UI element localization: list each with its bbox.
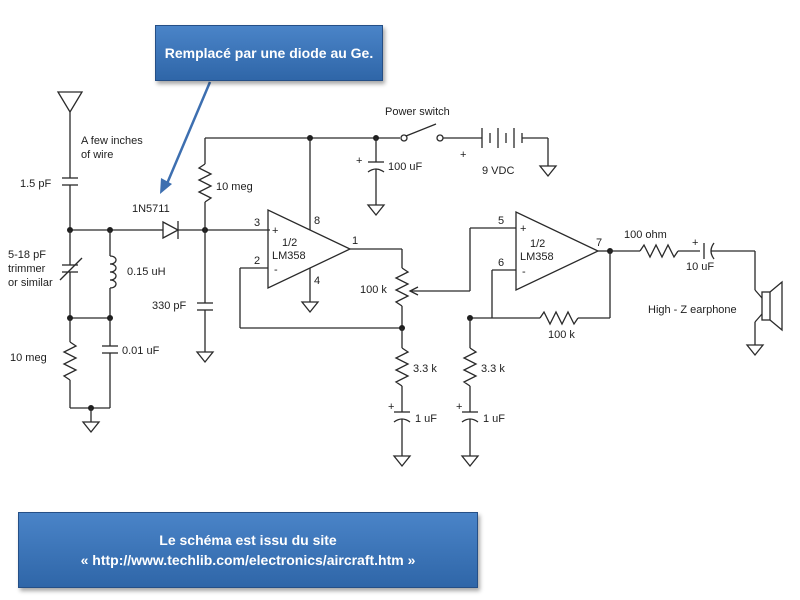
capacitor-0p01uf-icon: [102, 318, 118, 408]
capacitor-1uf-a-label: 1 uF: [415, 413, 437, 425]
power-switch-icon: [400, 123, 444, 142]
battery-plus: +: [460, 149, 466, 161]
callout-note-diode: Remplacé par une diode au Ge.: [155, 25, 383, 81]
antenna-label-2: of wire: [81, 149, 113, 161]
opamp1-pin1: 1: [352, 235, 358, 247]
opamp1-pin8: 8: [314, 215, 320, 227]
trimmer-capacitor-icon: [59, 230, 83, 318]
opamp1-label-b: LM358: [272, 250, 306, 262]
battery-9v-icon: [443, 128, 558, 178]
capacitor-1uf-b-plus: +: [456, 401, 462, 413]
opamp-1-icon: [239, 138, 402, 329]
opamp1-minus: -: [274, 264, 278, 276]
capacitor-10uf-plus: +: [692, 237, 698, 249]
earphone-label: High - Z earphone: [648, 304, 737, 316]
source-line-2: « http://www.techlib.com/electronics/air…: [80, 552, 416, 568]
opamp2-pin6: 6: [498, 257, 504, 269]
resistor-10meg-left-label: 10 meg: [10, 352, 47, 364]
opamp2-label-b: LM358: [520, 251, 554, 263]
capacitor-1uf-b-label: 1 uF: [483, 413, 505, 425]
resistor-100ohm-icon: [610, 243, 700, 259]
opamp2-label-a: 1/2: [530, 238, 545, 250]
resistor-3k3-a-label: 3.3 k: [413, 363, 437, 375]
resistor-10meg-left-icon: [62, 318, 78, 408]
callout-arrow-icon: [160, 81, 212, 194]
resistor-3k3-b-icon: [462, 318, 478, 412]
capacitor-1p5pf-label: 1.5 pF: [20, 178, 51, 190]
opamp1-pin2: 2: [254, 255, 260, 267]
capacitor-1uf-a-icon: [392, 411, 412, 468]
opamp1-pin4: 4: [314, 275, 320, 287]
capacitor-1p5pf-icon: [62, 177, 78, 230]
capacitor-10uf-icon: [703, 242, 756, 290]
capacitor-330pf-icon: [195, 230, 215, 364]
opamp1-pin3: 3: [254, 217, 260, 229]
capacitor-10uf-label: 10 uF: [686, 261, 714, 273]
potentiometer-100k-icon: [394, 249, 470, 328]
opamp2-plus: +: [520, 223, 526, 235]
opamp2-pin5: 5: [498, 215, 504, 227]
trimmer-label-3: or similar: [8, 277, 53, 289]
earphone-icon: [745, 280, 783, 357]
potentiometer-label: 100 k: [360, 284, 387, 296]
inductor-icon: [109, 230, 117, 318]
capacitor-1uf-a-plus: +: [388, 401, 394, 413]
ground-icon: [81, 408, 101, 434]
resistor-10meg-bias-label: 10 meg: [216, 181, 253, 193]
resistor-100ohm-label: 100 ohm: [624, 229, 667, 241]
capacitor-100uf-plus: +: [356, 155, 362, 167]
source-line-1: Le schéma est issu du site: [159, 532, 337, 548]
battery-label: 9 VDC: [482, 165, 514, 177]
opamp-2-icon: [491, 210, 610, 318]
resistor-100k-feedback-icon: [539, 251, 611, 326]
callout-note-source: Le schéma est issu du site « http://www.…: [18, 512, 478, 588]
capacitor-100uf-label: 100 uF: [388, 161, 423, 173]
capacitor-0p01uf-label: 0.01 uF: [122, 345, 160, 357]
resistor-3k3-b-label: 3.3 k: [481, 363, 505, 375]
capacitor-330pf-label: 330 pF: [152, 300, 187, 312]
trimmer-label-1: 5-18 pF: [8, 249, 46, 261]
resistor-10meg-bias-icon: [197, 137, 310, 230]
diode-label: 1N5711: [132, 203, 170, 215]
opamp1-plus: +: [272, 225, 278, 237]
resistor-3k3-a-icon: [394, 328, 410, 412]
opamp1-label-a: 1/2: [282, 237, 297, 249]
opamp2-minus: -: [522, 266, 526, 278]
capacitor-1uf-b-icon: [460, 411, 480, 468]
resistor-100k-feedback-label: 100 k: [548, 329, 575, 341]
power-switch-label: Power switch: [385, 106, 450, 118]
callout-note-diode-text: Remplacé par une diode au Ge.: [164, 45, 374, 61]
diode-1n5711-icon: [150, 220, 270, 240]
inductor-label: 0.15 uH: [127, 266, 166, 278]
trimmer-label-2: trimmer: [8, 263, 46, 275]
opamp2-pin7: 7: [596, 237, 602, 249]
antenna-label: A few inches: [81, 135, 143, 147]
antenna-icon: [56, 91, 84, 178]
capacitor-100uf-icon: [366, 138, 386, 217]
